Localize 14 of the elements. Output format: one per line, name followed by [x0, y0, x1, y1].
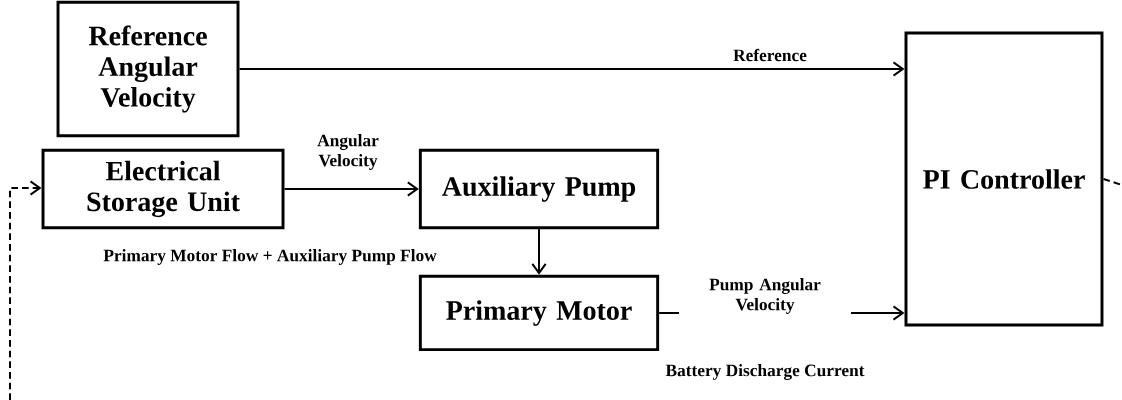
signal-label: Primary Motor Flow + Auxiliary Pump Flow: [103, 249, 437, 265]
arrow: [238, 61, 905, 77]
process-box: PI Controller: [904, 31, 1104, 327]
signal-label: Battery Discharge Current: [665, 364, 865, 380]
process-box: Auxiliary Pump: [418, 148, 660, 230]
process-box: Reference Angular Velocity: [56, 0, 240, 138]
arrow: [283, 181, 419, 197]
arrow: [531, 228, 547, 275]
edge-label: Reference: [731, 47, 809, 63]
edge-label: Pump Angular Velocity: [679, 276, 851, 316]
arrow: [9, 180, 42, 400]
process-box: Primary Motor: [418, 274, 660, 352]
process-box: Electrical Storage Unit: [41, 148, 285, 230]
edge-label: Angular Velocity: [306, 132, 390, 172]
